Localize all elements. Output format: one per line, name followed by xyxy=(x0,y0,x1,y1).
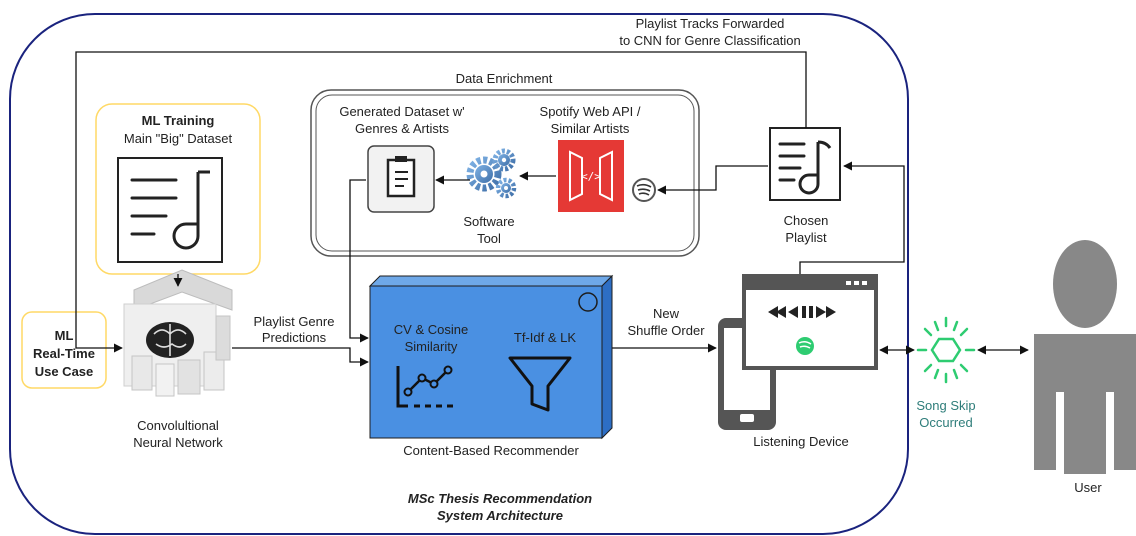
svg-text:</>: </> xyxy=(581,170,601,183)
api-label-1: Spotify Web API / xyxy=(539,104,641,119)
dataset-label-1: Generated Dataset w' xyxy=(339,104,465,119)
spotify-icon xyxy=(632,178,656,202)
shuffle-label-2: Shuffle Order xyxy=(627,323,705,338)
system-boundary xyxy=(9,13,909,535)
skip-label-1: Song Skip xyxy=(916,398,976,413)
api-gateway-icon: </> xyxy=(558,140,624,212)
tfidf-label: Tf-Idf & LK xyxy=(513,330,577,345)
caption-line-2: System Architecture xyxy=(437,508,563,523)
recommender-label: Content-Based Recommender xyxy=(403,443,579,458)
genre-predictions-label-2: Predictions xyxy=(261,330,327,345)
user-icon xyxy=(1034,240,1136,474)
cnn-label-2: Neural Network xyxy=(133,435,223,450)
genre-predictions-label-1: Playlist Genre xyxy=(253,314,335,329)
enrichment-title: Data Enrichment xyxy=(455,71,553,86)
top-arrow-label-2: to CNN for Genre Classification xyxy=(619,33,801,48)
listening-device-icon xyxy=(718,274,878,430)
playlist-label-1: Chosen xyxy=(783,213,829,228)
use-case-line-1: ML xyxy=(54,328,74,343)
playlist-icon xyxy=(769,127,841,201)
training-title: ML Training xyxy=(141,113,215,128)
dataset-label-2: Genres & Artists xyxy=(355,121,449,136)
device-label: Listening Device xyxy=(753,434,849,449)
use-case-box xyxy=(21,311,107,389)
api-label-2: Similar Artists xyxy=(550,121,630,136)
cv-cosine-label-2: Similarity xyxy=(404,339,458,354)
caption-line-1: MSc Thesis Recommendation xyxy=(407,491,593,506)
use-case-line-2: Real-Time xyxy=(33,346,95,361)
skip-event-icon xyxy=(916,316,976,384)
top-arrow-label-1: Playlist Tracks Forwarded xyxy=(635,16,785,31)
skip-label-2: Occurred xyxy=(919,415,973,430)
shuffle-label-1: New xyxy=(652,306,679,321)
cnn-label-1: Convolultional xyxy=(137,418,219,433)
training-subtitle: Main "Big" Dataset xyxy=(123,131,233,146)
big-dataset-icon xyxy=(117,157,223,263)
recommender-box xyxy=(368,274,614,440)
clipboard-icon xyxy=(367,145,435,213)
funnel-icon xyxy=(508,356,572,412)
cnn-icon xyxy=(123,269,233,397)
predictions-arrow xyxy=(232,347,369,367)
gears-icon xyxy=(466,148,517,199)
dataset-arrow xyxy=(349,179,369,343)
data-enrichment-group xyxy=(310,89,700,257)
playlist-label-2: Playlist xyxy=(785,230,827,245)
user-label: User xyxy=(1074,480,1102,495)
software-label-2: Tool xyxy=(477,231,501,246)
line-chart-icon xyxy=(396,365,454,408)
cv-cosine-label-1: CV & Cosine xyxy=(393,322,469,337)
playlist-to-api-arrow xyxy=(657,165,768,195)
feedback-arrow xyxy=(75,51,807,353)
use-case-line-3: Use Case xyxy=(34,364,94,379)
device-to-playlist-arrow xyxy=(799,161,905,274)
software-label-1: Software xyxy=(463,214,515,229)
